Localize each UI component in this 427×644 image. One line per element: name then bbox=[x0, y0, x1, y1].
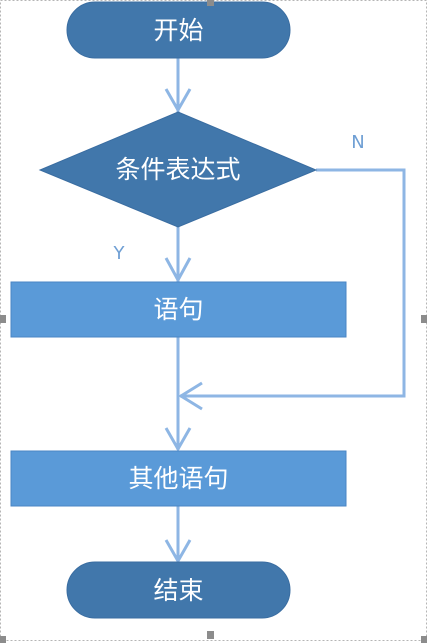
arrow-head-end bbox=[164, 539, 192, 565]
arrow-head-condition bbox=[164, 88, 192, 114]
resize-handle-top-center[interactable] bbox=[207, 0, 214, 6]
condition-decision[interactable] bbox=[38, 111, 318, 228]
other-statement-label: 其他语句 bbox=[128, 464, 228, 493]
condition-label: 条件表达式 bbox=[115, 155, 240, 184]
no-branch-label: N bbox=[351, 132, 364, 153]
resize-handle-right-middle[interactable] bbox=[421, 315, 427, 323]
statement-label: 语句 bbox=[153, 295, 203, 324]
resize-handle-left-middle[interactable] bbox=[0, 315, 6, 323]
other-statement-process[interactable] bbox=[10, 450, 347, 507]
resize-handle-bottom-right[interactable] bbox=[421, 636, 427, 643]
resize-handle-bottom-center[interactable] bbox=[207, 631, 214, 639]
yes-branch-label: Y bbox=[113, 243, 126, 264]
arrow-head-statement bbox=[164, 257, 192, 284]
end-terminal[interactable] bbox=[66, 561, 291, 619]
resize-handle-bottom-left[interactable] bbox=[0, 636, 6, 643]
arrow-head-other-statement bbox=[164, 427, 192, 453]
start-terminal[interactable] bbox=[66, 1, 291, 59]
statement-process[interactable] bbox=[10, 281, 347, 338]
start-label: 开始 bbox=[153, 16, 203, 45]
arrow-head-merge bbox=[178, 381, 203, 411]
end-label: 结束 bbox=[153, 576, 203, 605]
connector-no-branch bbox=[180, 168, 406, 398]
